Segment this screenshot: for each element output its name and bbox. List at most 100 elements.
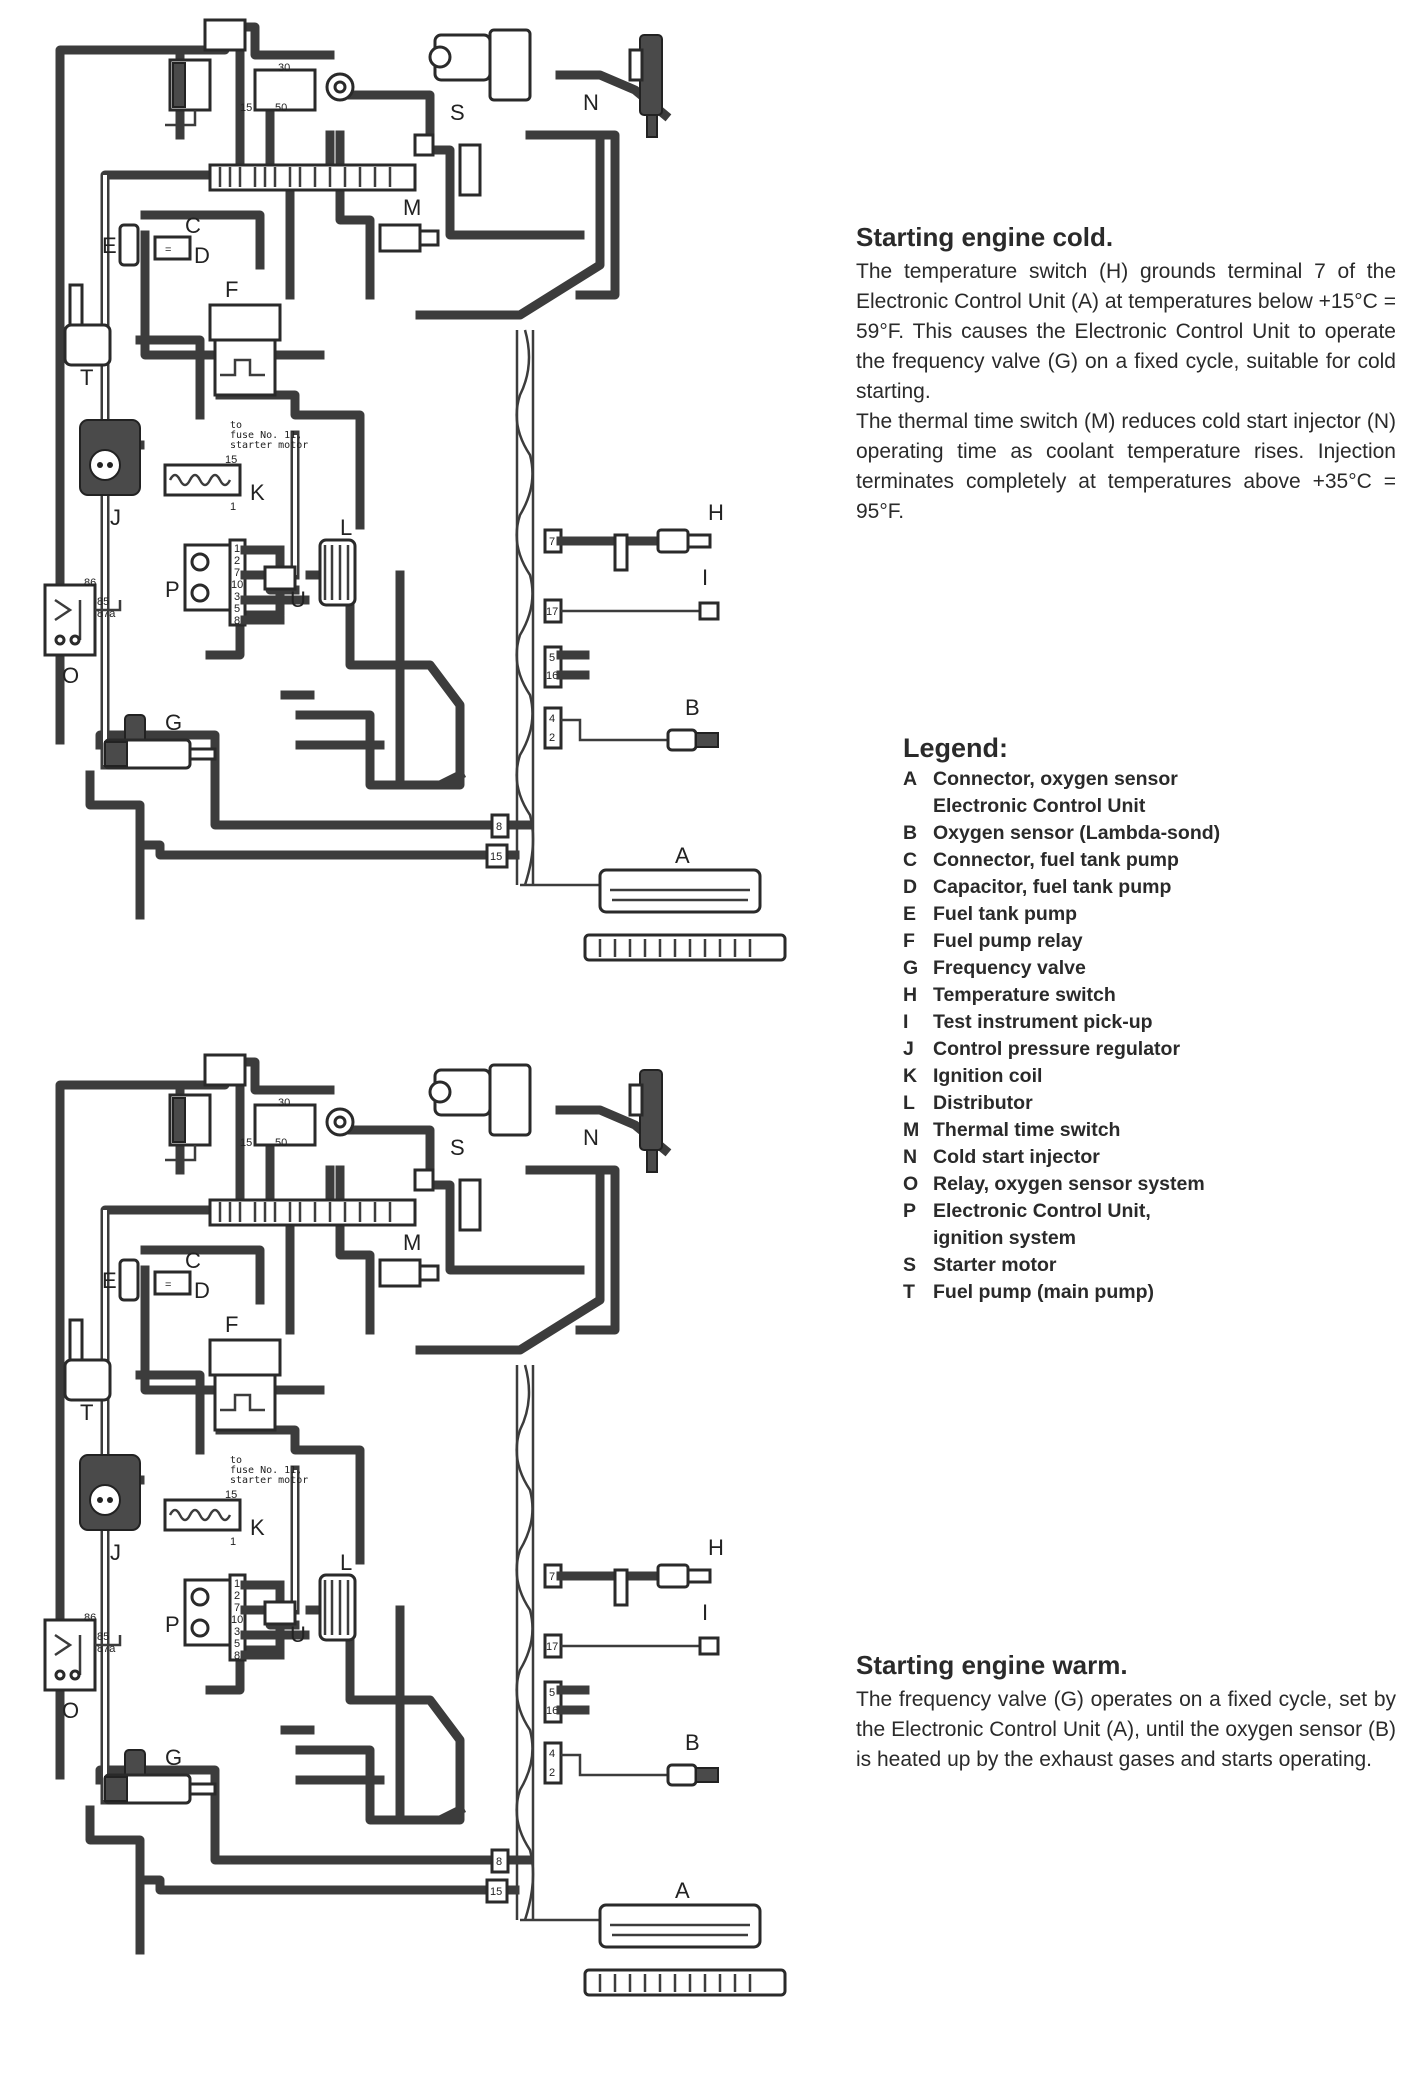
svg-text:2: 2 bbox=[549, 732, 555, 744]
wiring-diagram-svg: 7 17 5 16 4 2 8 15 30 15 50 bbox=[43, 1053, 787, 1997]
legend-key: O bbox=[903, 1173, 919, 1195]
ignition-switch: 30 15 50 bbox=[240, 62, 355, 114]
svg-text:17: 17 bbox=[546, 606, 558, 618]
fuse-block bbox=[203, 1053, 417, 1227]
svg-text:8: 8 bbox=[496, 1856, 502, 1868]
svg-text:15: 15 bbox=[225, 454, 237, 466]
main-fuel-pump: T bbox=[63, 283, 112, 390]
harness-connectors: 7 17 5 16 4 2 8 15 bbox=[485, 528, 700, 869]
component-u: U bbox=[263, 1600, 306, 1647]
legend-key: K bbox=[903, 1065, 918, 1087]
svg-text:K: K bbox=[250, 1515, 265, 1540]
svg-text:3: 3 bbox=[234, 591, 240, 603]
svg-text:7: 7 bbox=[234, 567, 240, 579]
svg-text:E: E bbox=[102, 233, 117, 258]
battery bbox=[165, 58, 212, 127]
svg-text:10: 10 bbox=[231, 579, 243, 591]
svg-text:C: C bbox=[185, 213, 201, 238]
legend-text: Thermal time switch bbox=[933, 1119, 1121, 1141]
legend-key: C bbox=[903, 849, 918, 871]
svg-text:86: 86 bbox=[84, 577, 96, 589]
svg-text:I: I bbox=[702, 565, 708, 590]
legend-key: T bbox=[903, 1281, 915, 1303]
svg-text:8: 8 bbox=[234, 1650, 240, 1662]
battery bbox=[165, 1093, 212, 1162]
ignition-coil: 15 1 K bbox=[163, 1489, 265, 1548]
svg-text:S: S bbox=[450, 100, 465, 125]
legend-key: S bbox=[903, 1254, 917, 1276]
svg-text:starter motor: starter motor bbox=[230, 1475, 308, 1486]
svg-text:J: J bbox=[110, 505, 121, 530]
svg-text:30: 30 bbox=[278, 62, 290, 74]
svg-text:U: U bbox=[290, 1622, 306, 1647]
legend-text: Temperature switch bbox=[933, 984, 1116, 1006]
svg-text:8: 8 bbox=[234, 615, 240, 627]
svg-text:L: L bbox=[340, 1550, 352, 1575]
legend-key: G bbox=[903, 957, 919, 979]
svg-text:T: T bbox=[80, 1400, 93, 1425]
frequency-valve: G bbox=[103, 710, 217, 770]
svg-text:2: 2 bbox=[549, 1767, 555, 1779]
oxygen-sensor-relay: 86 85 87a O bbox=[43, 577, 122, 688]
svg-text:M: M bbox=[403, 195, 421, 220]
legend-item: K Ignition coil bbox=[903, 1063, 1363, 1090]
svg-text:17: 17 bbox=[546, 1641, 558, 1653]
svg-text:J: J bbox=[110, 1540, 121, 1565]
svg-text:G: G bbox=[165, 710, 182, 735]
wiring-diagram-svg: 7 17 5 16 4 2 8 15 30 15 50 bbox=[43, 18, 787, 962]
legend-key: N bbox=[903, 1146, 918, 1168]
svg-text:1: 1 bbox=[234, 543, 240, 555]
legend-text: ignition system bbox=[933, 1227, 1077, 1249]
legend-key: J bbox=[903, 1038, 914, 1060]
svg-text:1: 1 bbox=[230, 501, 236, 513]
svg-text:F: F bbox=[225, 277, 238, 302]
legend-text: Ignition coil bbox=[933, 1065, 1043, 1087]
svg-text:7: 7 bbox=[549, 1571, 555, 1583]
svg-text:15: 15 bbox=[225, 1489, 237, 1501]
wire-harness bbox=[55, 22, 672, 920]
svg-text:U: U bbox=[290, 587, 306, 612]
svg-text:2: 2 bbox=[234, 555, 240, 567]
legend-text: Oxygen sensor (Lambda-sond) bbox=[933, 822, 1221, 844]
svg-text:10: 10 bbox=[231, 1614, 243, 1626]
fuel-tank-pump: E C = D bbox=[102, 1248, 210, 1303]
svg-text:S: S bbox=[450, 1135, 465, 1160]
svg-text:fuse No. 11,: fuse No. 11, bbox=[230, 430, 302, 441]
legend-text: Electronic Control Unit bbox=[933, 795, 1146, 817]
ecu-connector: A bbox=[583, 1878, 787, 1997]
svg-text:D: D bbox=[194, 243, 210, 268]
component-u: U bbox=[263, 565, 306, 612]
svg-text:starter motor: starter motor bbox=[230, 440, 308, 451]
legend-key: M bbox=[903, 1119, 920, 1141]
legend-key: E bbox=[903, 903, 917, 925]
svg-text:15: 15 bbox=[490, 851, 502, 863]
svg-text:=: = bbox=[165, 1279, 171, 1291]
svg-text:8: 8 bbox=[496, 821, 502, 833]
ignition-switch: 30 15 50 bbox=[240, 1097, 355, 1149]
svg-text:B: B bbox=[685, 1730, 700, 1755]
legend-text: Test instrument pick-up bbox=[933, 1011, 1153, 1033]
fuse-block bbox=[203, 18, 417, 192]
wire-harness bbox=[55, 1057, 672, 1955]
svg-text:M: M bbox=[403, 1230, 421, 1255]
svg-text:fuse No. 11,: fuse No. 11, bbox=[230, 1465, 302, 1476]
section-starting-cold: Starting engine cold. The temperature sw… bbox=[856, 222, 1396, 527]
svg-text:16: 16 bbox=[546, 1705, 558, 1717]
svg-text:5: 5 bbox=[549, 1687, 555, 1699]
legend-text: Control pressure regulator bbox=[933, 1038, 1181, 1060]
svg-text:N: N bbox=[583, 90, 599, 115]
distributor: L bbox=[318, 1550, 357, 1642]
svg-text:I: I bbox=[702, 1600, 708, 1625]
svg-text:H: H bbox=[708, 500, 724, 525]
thermal-time-switch: M bbox=[378, 1168, 482, 1288]
svg-text:4: 4 bbox=[549, 1748, 555, 1760]
